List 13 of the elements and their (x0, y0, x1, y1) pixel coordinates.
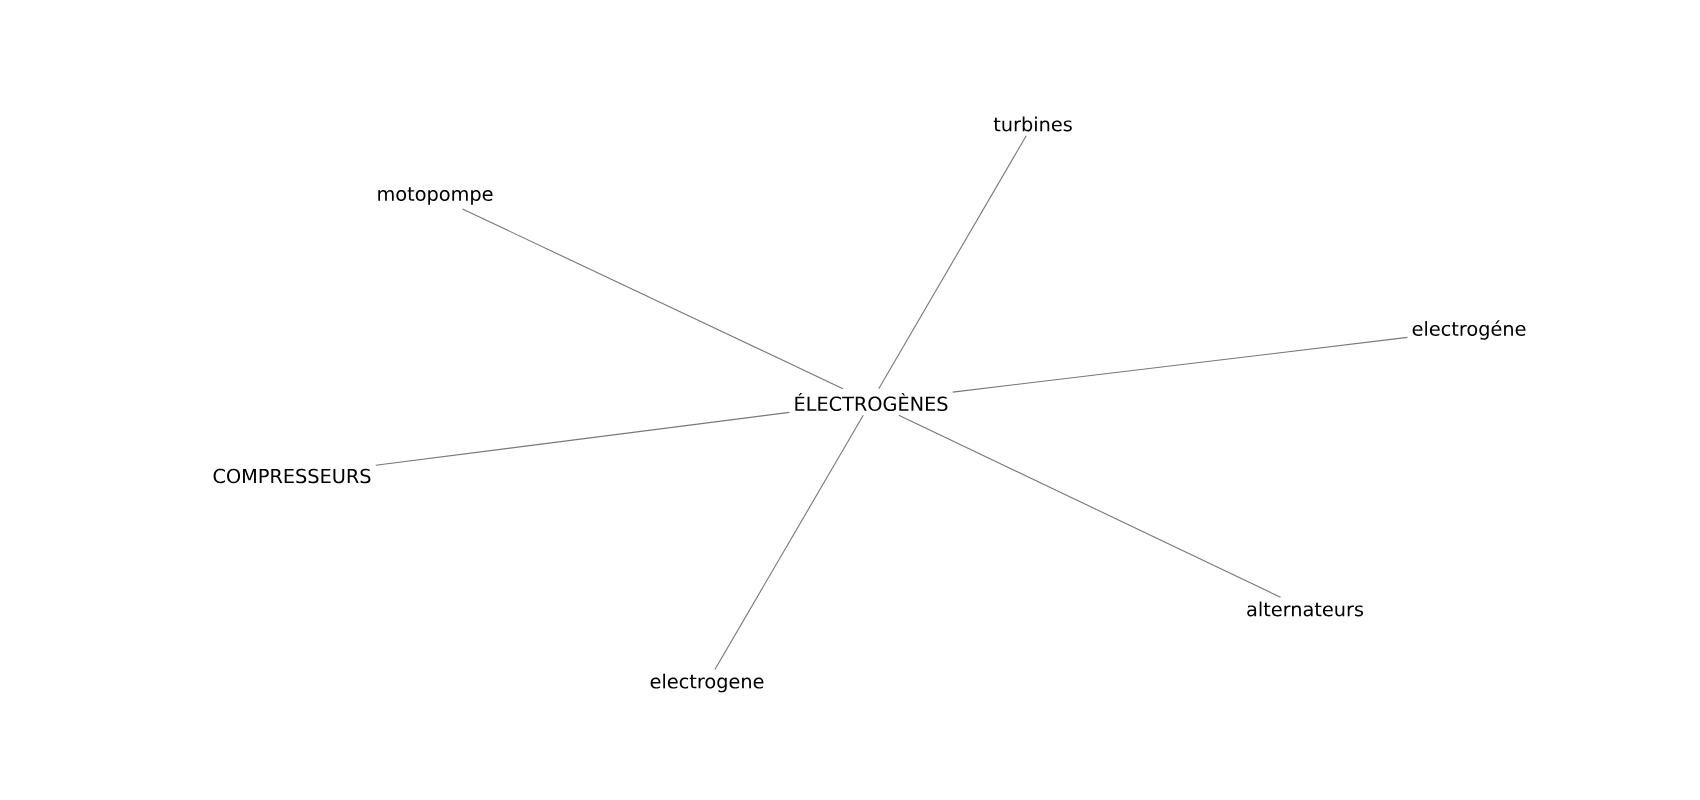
link-line (952, 336, 1408, 393)
word-label: ÉLECTROGÈNES (795, 392, 948, 412)
word-label: electrogéne (1412, 320, 1526, 340)
word-label: motopompe (378, 187, 493, 205)
link-line (461, 208, 844, 390)
word-label: electrogene (650, 673, 764, 693)
link-line (878, 135, 1027, 390)
link-line (714, 414, 864, 670)
word-label: COMPRESSEURS (213, 468, 371, 484)
link-line (898, 414, 1282, 598)
word-label: alternateurs (1247, 601, 1364, 617)
word-label: turbines (993, 116, 1072, 132)
link-line (375, 411, 790, 466)
